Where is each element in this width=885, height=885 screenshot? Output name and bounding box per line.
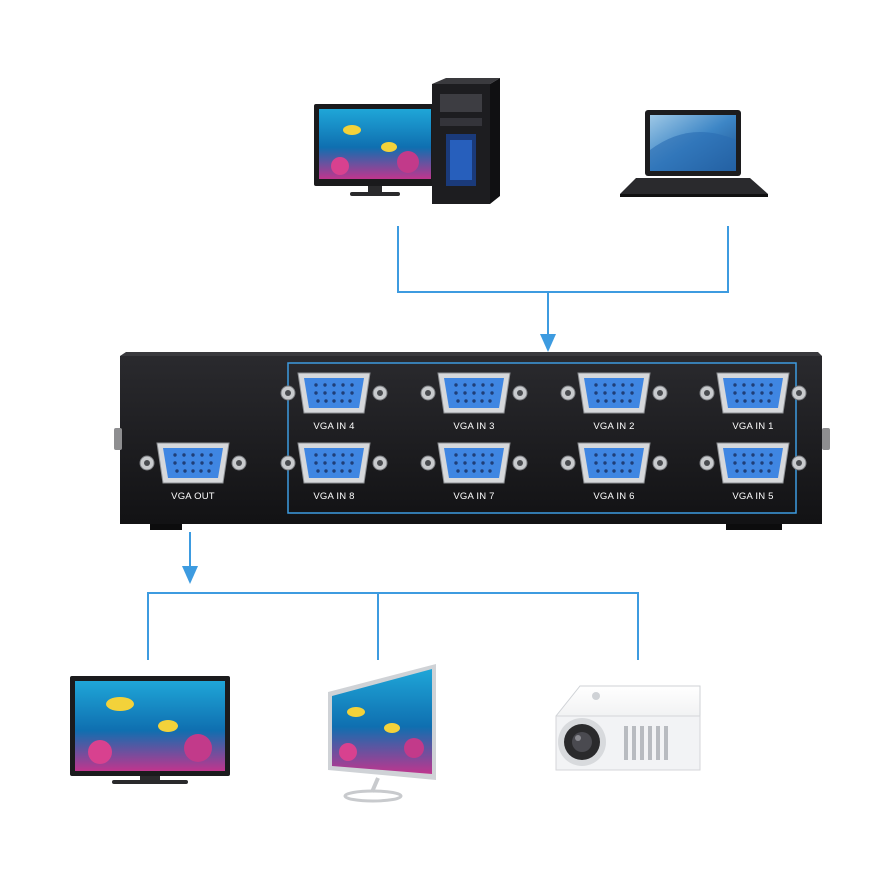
vga-in-port: VGA IN 4 [280, 372, 388, 432]
desktop-pc-icon [314, 78, 500, 204]
port-label: VGA IN 7 [453, 491, 494, 502]
vga-out-port: VGA OUT [139, 442, 247, 502]
laptop-icon [620, 110, 768, 197]
vga-ports: VGA IN 1 VGA IN 2 VGA IN 3 VGA IN 4 VGA IN 5… [139, 372, 807, 502]
input-connector-lines [397, 226, 729, 338]
vga-in-port: VGA IN 1 [699, 372, 807, 432]
vga-in-port: VGA IN 7 [420, 442, 528, 502]
output-connector-lines [147, 532, 639, 660]
port-label: VGA IN 4 [313, 421, 354, 432]
arrow-down-icon [540, 334, 556, 352]
projector-icon [555, 685, 701, 771]
port-label: VGA IN 2 [593, 421, 634, 432]
port-label: VGA IN 6 [593, 491, 634, 502]
vga-in-port: VGA IN 6 [560, 442, 668, 502]
vga-in-port: VGA IN 8 [280, 442, 388, 502]
port-label: VGA IN 5 [732, 491, 773, 502]
arrow-down-icon [182, 566, 198, 584]
monitor-icon [328, 664, 436, 803]
port-label: VGA IN 3 [453, 421, 494, 432]
vga-in-port: VGA IN 3 [420, 372, 528, 432]
vga-in-port: VGA IN 5 [699, 442, 807, 502]
port-label: VGA IN 1 [732, 421, 773, 432]
port-label: VGA IN 8 [313, 491, 354, 502]
tv-icon [70, 676, 230, 784]
vga-switch-device [114, 352, 830, 530]
input-ports-frame [287, 362, 797, 514]
vga-in-port: VGA IN 2 [560, 372, 668, 432]
port-label: VGA OUT [171, 491, 215, 502]
